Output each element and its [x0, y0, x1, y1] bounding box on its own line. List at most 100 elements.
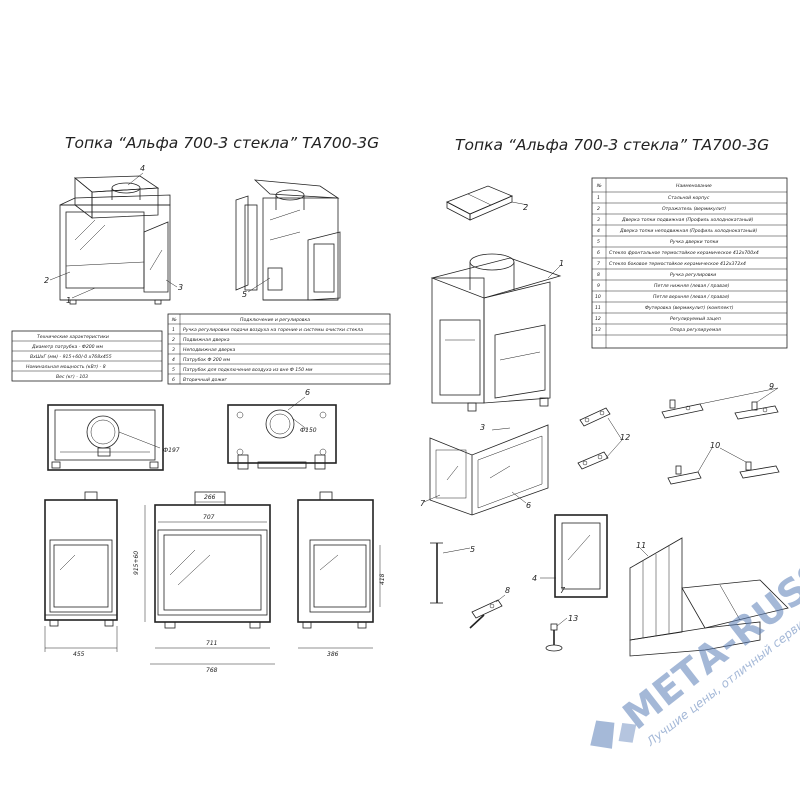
part-adjustable-foot: 13: [545, 614, 578, 652]
watermark-logo: МЕТА-RUSSIA.RU Лучшие цены, отличный сер…: [590, 478, 800, 749]
svg-text:6: 6: [172, 377, 175, 383]
svg-text:Дверка топки неподвижная (Проф: Дверка топки неподвижная (Профиль холодн…: [619, 228, 757, 234]
part-fixed-door: 4 7: [532, 514, 608, 598]
dim-depth-455: 455: [73, 651, 85, 658]
side-elevation-right: 418 386: [297, 491, 386, 658]
dim-width-768: 768: [206, 667, 218, 674]
svg-text:Ручка регулировки: Ручка регулировки: [670, 272, 716, 278]
svg-text:7: 7: [597, 261, 600, 267]
svg-text:5: 5: [597, 239, 600, 245]
svg-text:Патрубок Ф 200 мм: Патрубок Ф 200 мм: [183, 357, 231, 363]
svg-text:3: 3: [172, 347, 175, 353]
svg-text:8: 8: [505, 586, 510, 595]
left-callouts: 4 2 1 3 5: [44, 164, 271, 305]
top-view-air-inlet: Ф150 6: [227, 388, 337, 470]
svg-text:2: 2: [523, 203, 528, 212]
svg-text:4: 4: [140, 164, 145, 173]
side-elevation-left: 455: [44, 491, 118, 658]
svg-text:7: 7: [420, 499, 426, 508]
dim-diameter-197: Ф197: [163, 447, 180, 454]
svg-text:1: 1: [172, 327, 175, 333]
svg-text:1: 1: [66, 296, 71, 305]
part-vermiculite-lining: 11: [629, 537, 789, 657]
svg-text:5: 5: [470, 545, 475, 554]
svg-text:3: 3: [597, 217, 600, 223]
svg-text:7: 7: [560, 586, 566, 595]
part-hooks: 12: [577, 407, 630, 470]
svg-text:Отражатель (вермикулит): Отражатель (вермикулит): [662, 206, 726, 212]
dim-depth-386: 386: [327, 651, 339, 658]
tech-row: Диаметр патрубка - Ф200 мм: [31, 344, 104, 350]
svg-text:4: 4: [597, 228, 600, 234]
svg-text:Петля верхняя (левая / правая): Петля верхняя (левая / правая): [653, 294, 730, 300]
svg-text:Стекло боковое термостойкое ке: Стекло боковое термостойкое керамическое…: [609, 261, 746, 267]
right-sheet-title: Топка “Альфа 700-3 стекла” ТА700-3G: [455, 136, 769, 154]
svg-text:11: 11: [636, 541, 646, 550]
svg-text:1: 1: [597, 195, 600, 201]
svg-text:№: №: [171, 317, 177, 323]
svg-text:10: 10: [710, 441, 720, 450]
left-sheet-title: Топка “Альфа 700-3 стекла” ТА700-3G: [65, 134, 379, 152]
svg-text:6: 6: [597, 250, 600, 256]
svg-text:4: 4: [172, 357, 175, 363]
svg-text:Петля нижняя (левая / правая): Петля нижняя (левая / правая): [654, 283, 730, 289]
svg-text:Наименование: Наименование: [676, 183, 712, 189]
svg-text:Ручка дверки топки: Ручка дверки топки: [670, 239, 718, 245]
tech-table-header: Технические характеристики: [37, 334, 109, 340]
dim-height-915: 915+60: [133, 551, 140, 575]
part-reflector: 2: [446, 185, 528, 221]
svg-text:6: 6: [526, 501, 531, 510]
svg-text:Регулируемый зацеп: Регулируемый зацеп: [670, 316, 721, 322]
svg-text:12: 12: [620, 433, 630, 442]
top-view-back: Ф197: [47, 404, 180, 471]
svg-text:9: 9: [769, 382, 774, 391]
svg-text:11: 11: [595, 305, 601, 311]
part-upper-hinges: 10: [667, 441, 780, 485]
svg-text:№: №: [596, 183, 602, 189]
dim-width-266: 266: [204, 494, 216, 501]
svg-text:Ручка регулировки подачи возду: Ручка регулировки подачи воздуха на горе…: [183, 327, 363, 333]
svg-text:5: 5: [242, 290, 247, 299]
svg-text:2: 2: [172, 337, 175, 343]
svg-text:12: 12: [595, 316, 601, 322]
tech-row: ВхШхГ (мм) - 915+60/-0 х768х455: [30, 354, 112, 360]
dim-width-711: 711: [206, 640, 217, 647]
svg-text:Стекло фронтальное термостойко: Стекло фронтальное термостойкое керамиче…: [609, 250, 759, 256]
svg-text:8: 8: [597, 272, 600, 278]
svg-text:1: 1: [559, 259, 564, 268]
dim-height-418: 418: [379, 573, 386, 585]
svg-text:6: 6: [305, 388, 310, 397]
part-adjust-handle: 8: [469, 586, 510, 629]
connections-table: № Подключение и регулировка 1 Ручка регу…: [167, 313, 391, 385]
tech-row: Номинальная мощность (кВт) - 8: [26, 364, 106, 370]
part-steel-body: 1: [430, 253, 564, 412]
svg-text:4: 4: [532, 574, 537, 583]
svg-text:10: 10: [595, 294, 601, 300]
svg-text:Дверка топки подвижная (Профил: Дверка топки подвижная (Профиль холоднок…: [621, 217, 754, 223]
svg-text:5: 5: [172, 367, 175, 373]
svg-text:13: 13: [568, 614, 578, 623]
svg-text:Стальной корпус: Стальной корпус: [668, 195, 710, 201]
firebox-isometric-front: [59, 175, 171, 305]
tech-row: Вес (кг) - 103: [56, 374, 88, 380]
firebox-isometric-back: [235, 179, 341, 301]
svg-text:9: 9: [597, 283, 600, 289]
svg-text:3: 3: [480, 423, 485, 432]
part-lower-hinges: 9: [661, 382, 779, 420]
svg-text:13: 13: [595, 327, 601, 333]
parts-table: № Наименование 1 Стальной корпус 2 Отраж…: [591, 177, 788, 349]
svg-text:Подвижная дверка: Подвижная дверка: [183, 337, 230, 343]
svg-text:Патрубок для подключения возду: Патрубок для подключения воздуха из вне …: [183, 367, 313, 373]
dim-diameter-150: Ф150: [300, 427, 317, 434]
part-door-handle: 5: [430, 542, 475, 604]
dim-width-707: 707: [203, 514, 215, 521]
technical-specs-table: Технические характеристики Диаметр патру…: [11, 330, 163, 382]
part-glass-assembly: 3 7 6: [420, 423, 549, 516]
svg-text:Футеровка (вермикулит) (компле: Футеровка (вермикулит) (комплект): [645, 305, 734, 311]
svg-text:Опора регулируемая: Опора регулируемая: [670, 327, 721, 333]
svg-text:2: 2: [597, 206, 600, 212]
front-elevation: 266 707 915+60 711 768: [133, 491, 275, 674]
svg-text:3: 3: [178, 283, 183, 292]
svg-text:Вторичный дожиг: Вторичный дожиг: [183, 377, 227, 383]
